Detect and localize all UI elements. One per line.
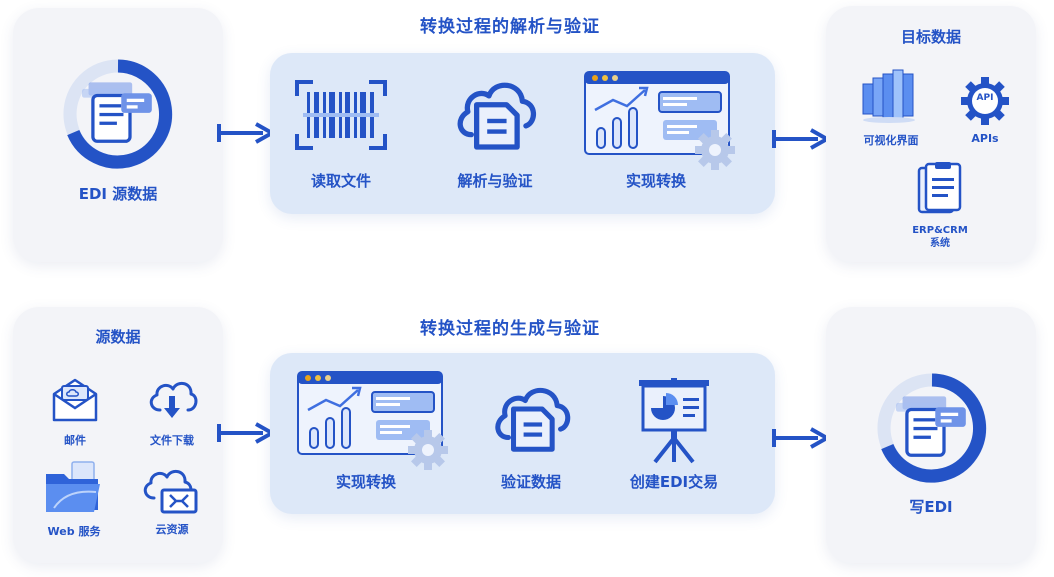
erp-crm-label: ERP&CRM 系统 (890, 224, 990, 250)
web-folder-icon (46, 461, 100, 512)
target-data-card (826, 6, 1036, 262)
arrow-top-right-icon (771, 127, 831, 151)
erp-crm-line2: 系统 (930, 238, 950, 249)
cloud-file-icon-bottom (490, 372, 574, 456)
clipboard-icon (917, 162, 962, 214)
step-create-edi-label: 创建EDI交易 (629, 473, 719, 491)
barcode-icon (295, 80, 387, 150)
top-process-title: 转换过程的解析与验证 (420, 17, 600, 37)
source-mail-label: 邮件 (64, 434, 86, 447)
source-data-title: 源数据 (95, 328, 141, 346)
step-read-file-label: 读取文件 (310, 172, 371, 190)
edi-document-icon (58, 54, 178, 174)
edi-document-icon-bottom (872, 368, 992, 488)
cloud-file-icon (452, 66, 540, 154)
cloud-download-icon (149, 381, 198, 418)
arrow-bottom-left-icon (216, 421, 276, 445)
step-validate-data-label: 验证数据 (500, 473, 561, 491)
target-data-title: 目标数据 (900, 28, 961, 46)
source-data-card (13, 307, 223, 563)
presentation-chart-icon (639, 378, 709, 464)
api-gear-icon (961, 77, 1009, 125)
visual-bars-icon (862, 69, 915, 123)
bottom-process-title: 转换过程的生成与验证 (420, 319, 600, 339)
write-edi-label: 写EDI (909, 498, 953, 516)
mail-icon (52, 378, 98, 422)
arrow-top-left-icon (216, 121, 276, 145)
dashboard-gear-icon-bottom (296, 370, 456, 470)
api-badge-text: API (976, 93, 994, 103)
dashboard-gear-icon (583, 70, 743, 170)
edi-source-label: EDI 源数据 (78, 185, 158, 203)
visual-interface-label: 可视化界面 (863, 134, 919, 147)
apis-label: APIs (971, 132, 999, 145)
source-file-download-label: 文件下载 (150, 434, 194, 447)
step-transform-bottom-label: 实现转换 (335, 473, 396, 491)
cloud-server-icon (143, 469, 198, 514)
source-web-service-label: Web 服务 (47, 525, 101, 538)
arrow-bottom-right-icon (771, 426, 831, 450)
erp-crm-line1: ERP&CRM (912, 225, 968, 236)
step-parse-validate-label: 解析与验证 (457, 172, 533, 190)
step-transform-label: 实现转换 (625, 172, 686, 190)
source-cloud-resource-label: 云资源 (155, 523, 189, 536)
